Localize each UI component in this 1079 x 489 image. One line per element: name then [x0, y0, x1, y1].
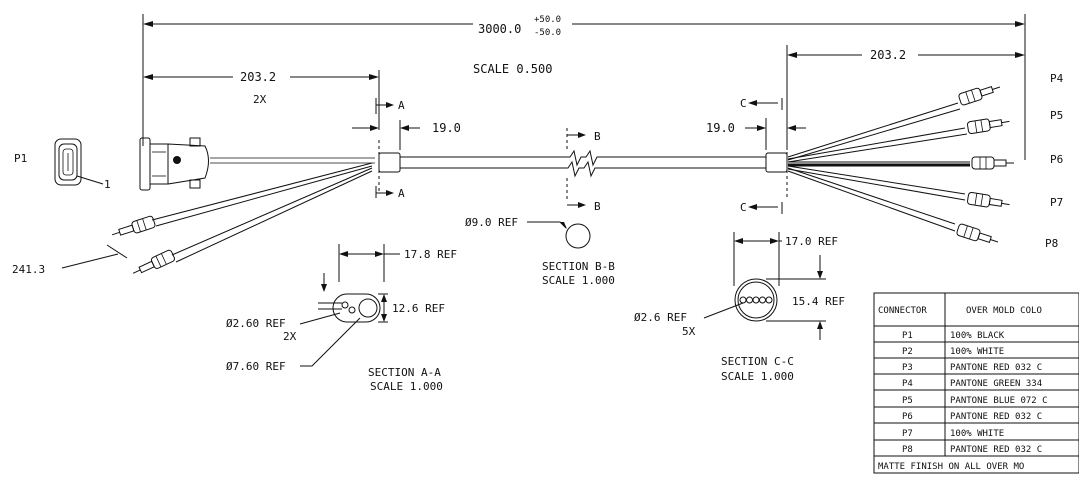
- right-boot-value: 19.0: [706, 121, 735, 135]
- section-c-top-label: C: [740, 97, 747, 110]
- p6-label: P6: [1050, 153, 1063, 166]
- section-bb-dia: Ø9.0 REF: [465, 216, 518, 229]
- p5-label: P5: [1050, 109, 1063, 122]
- p1-label: P1: [14, 152, 27, 165]
- p8-label: P8: [1045, 237, 1058, 250]
- right-breakout-wires: [787, 102, 970, 232]
- table-row: P5 PANTONE BLUE 072 C: [873, 389, 1079, 408]
- dsub-connector: [139, 137, 209, 191]
- rca-plug-p3: [132, 249, 175, 274]
- main-cable: [400, 149, 766, 178]
- table-cell-connector: P3: [902, 363, 913, 373]
- rca-plug-p4: [958, 86, 1001, 106]
- rca-plug-p2: [111, 215, 156, 236]
- section-cc-detail: 17.0 REF 15.4 REF Ø2.6 REF 5X SECTION C-…: [634, 232, 845, 383]
- lead-length-value: 241.3: [12, 263, 45, 276]
- section-aa-detail: 17.8 REF 12.6 REF Ø2.60 REF 2X Ø7.60 REF…: [226, 244, 457, 393]
- section-cc-width: 17.0 REF: [785, 235, 838, 248]
- main-scale-label: SCALE 0.500: [473, 62, 552, 76]
- table-row: P3 PANTONE RED 032 C: [873, 357, 1079, 375]
- table-cell-color: 100% WHITE: [950, 347, 1004, 357]
- section-bb-detail: Ø9.0 REF SECTION B-B SCALE 1.000: [465, 216, 615, 287]
- overall-length-value: 3000.0: [478, 22, 521, 36]
- left-breakout-value: 203.2: [240, 70, 276, 84]
- table-row: P7 100% WHITE: [873, 422, 1079, 441]
- section-aa-width: 17.8 REF: [404, 248, 457, 261]
- section-b-bottom-label: B: [594, 200, 601, 213]
- section-c-bottom-label: C: [740, 201, 747, 214]
- section-aa-title: SECTION A-A: [368, 366, 441, 379]
- table-cell-connector: P4: [902, 379, 913, 389]
- p7-label: P7: [1050, 196, 1063, 209]
- rca-plug-p8: [956, 223, 999, 243]
- overall-tolerance-plus: +50.0: [534, 15, 561, 25]
- rca-plug-p6: [971, 156, 1014, 170]
- table-cell-connector: P1: [902, 331, 913, 341]
- right-boot: 19.0: [706, 118, 806, 200]
- table-cell-color: 100% WHITE: [950, 429, 1004, 439]
- table-cell-color: PANTONE RED 032 C: [950, 445, 1042, 455]
- section-a-top-label: A: [398, 99, 405, 112]
- table-cell-connector: P8: [902, 445, 913, 455]
- right-breakout-value: 203.2: [870, 48, 906, 62]
- table-footer-note: MATTE FINISH ON ALL OVER MO: [878, 462, 1024, 472]
- p4-label: P4: [1050, 72, 1064, 85]
- section-b-top-label: B: [594, 130, 601, 143]
- section-marker-c: C C: [740, 97, 783, 214]
- table-row: P2 100% WHITE: [873, 341, 1079, 359]
- left-boot-value: 19.0: [432, 121, 461, 135]
- table-cell-connector: P6: [902, 412, 913, 422]
- table-row: P4 PANTONE GREEN 334: [873, 373, 1079, 391]
- p1-end-view: P1 1: [14, 138, 111, 191]
- rca-plug-p7: [966, 192, 1010, 208]
- p1-pin-label: 1: [104, 178, 111, 191]
- section-aa-large-dia: Ø7.60 REF: [226, 360, 286, 373]
- table-cell-color: PANTONE RED 032 C: [950, 412, 1042, 422]
- table-row: P8 PANTONE RED 032 C: [873, 439, 1079, 457]
- section-aa-small-dia: Ø2.60 REF: [226, 317, 286, 330]
- table-cell-color: PANTONE BLUE 072 C: [950, 396, 1048, 406]
- section-cc-qty: 5X: [682, 325, 696, 338]
- overall-length-dimension: 3000.0 +50.0 -50.0: [142, 14, 1026, 160]
- section-marker-a: A A: [375, 98, 405, 200]
- right-breakout-dimension: 203.2: [786, 45, 1025, 150]
- left-breakout-dimension: 203.2 2X: [143, 70, 380, 130]
- left-breakout-qty: 2X: [253, 93, 267, 106]
- table-cell-connector: P7: [902, 429, 913, 439]
- table-cell-color: PANTONE GREEN 334: [950, 379, 1042, 389]
- table-row: P1 100% BLACK: [873, 325, 1079, 343]
- table-header-connector: CONNECTOR: [878, 306, 927, 316]
- table-row: P6 PANTONE RED 032 C: [873, 406, 1079, 424]
- table-cell-color: PANTONE RED 032 C: [950, 363, 1042, 373]
- section-cc-scale: SCALE 1.000: [721, 370, 794, 383]
- rca-plug-p5: [966, 118, 1010, 134]
- section-aa-scale: SCALE 1.000: [370, 380, 443, 393]
- left-boot: 19.0: [352, 120, 461, 192]
- table-header-color: OVER MOLD COLO: [966, 306, 1042, 316]
- section-cc-title: SECTION C-C: [721, 355, 794, 368]
- section-cc-dia: Ø2.6 REF: [634, 311, 687, 324]
- section-cc-height: 15.4 REF: [792, 295, 845, 308]
- section-a-bottom-label: A: [398, 187, 405, 200]
- section-aa-small-qty: 2X: [283, 330, 297, 343]
- section-bb-title: SECTION B-B: [542, 260, 615, 273]
- overall-tolerance-minus: -50.0: [534, 28, 561, 38]
- table-cell-color: 100% BLACK: [950, 331, 1005, 341]
- table-cell-connector: P2: [902, 347, 913, 357]
- section-aa-height: 12.6 REF: [392, 302, 445, 315]
- section-bb-scale: SCALE 1.000: [542, 274, 615, 287]
- left-breakout-wires: [151, 162, 373, 263]
- lead-length-dimension: 241.3: [12, 244, 128, 276]
- overmold-color-table: CONNECTOR OVER MOLD COLO P1 100% BLACK P…: [873, 292, 1079, 474]
- table-cell-connector: P5: [902, 396, 913, 406]
- section-marker-b: B B: [566, 128, 601, 213]
